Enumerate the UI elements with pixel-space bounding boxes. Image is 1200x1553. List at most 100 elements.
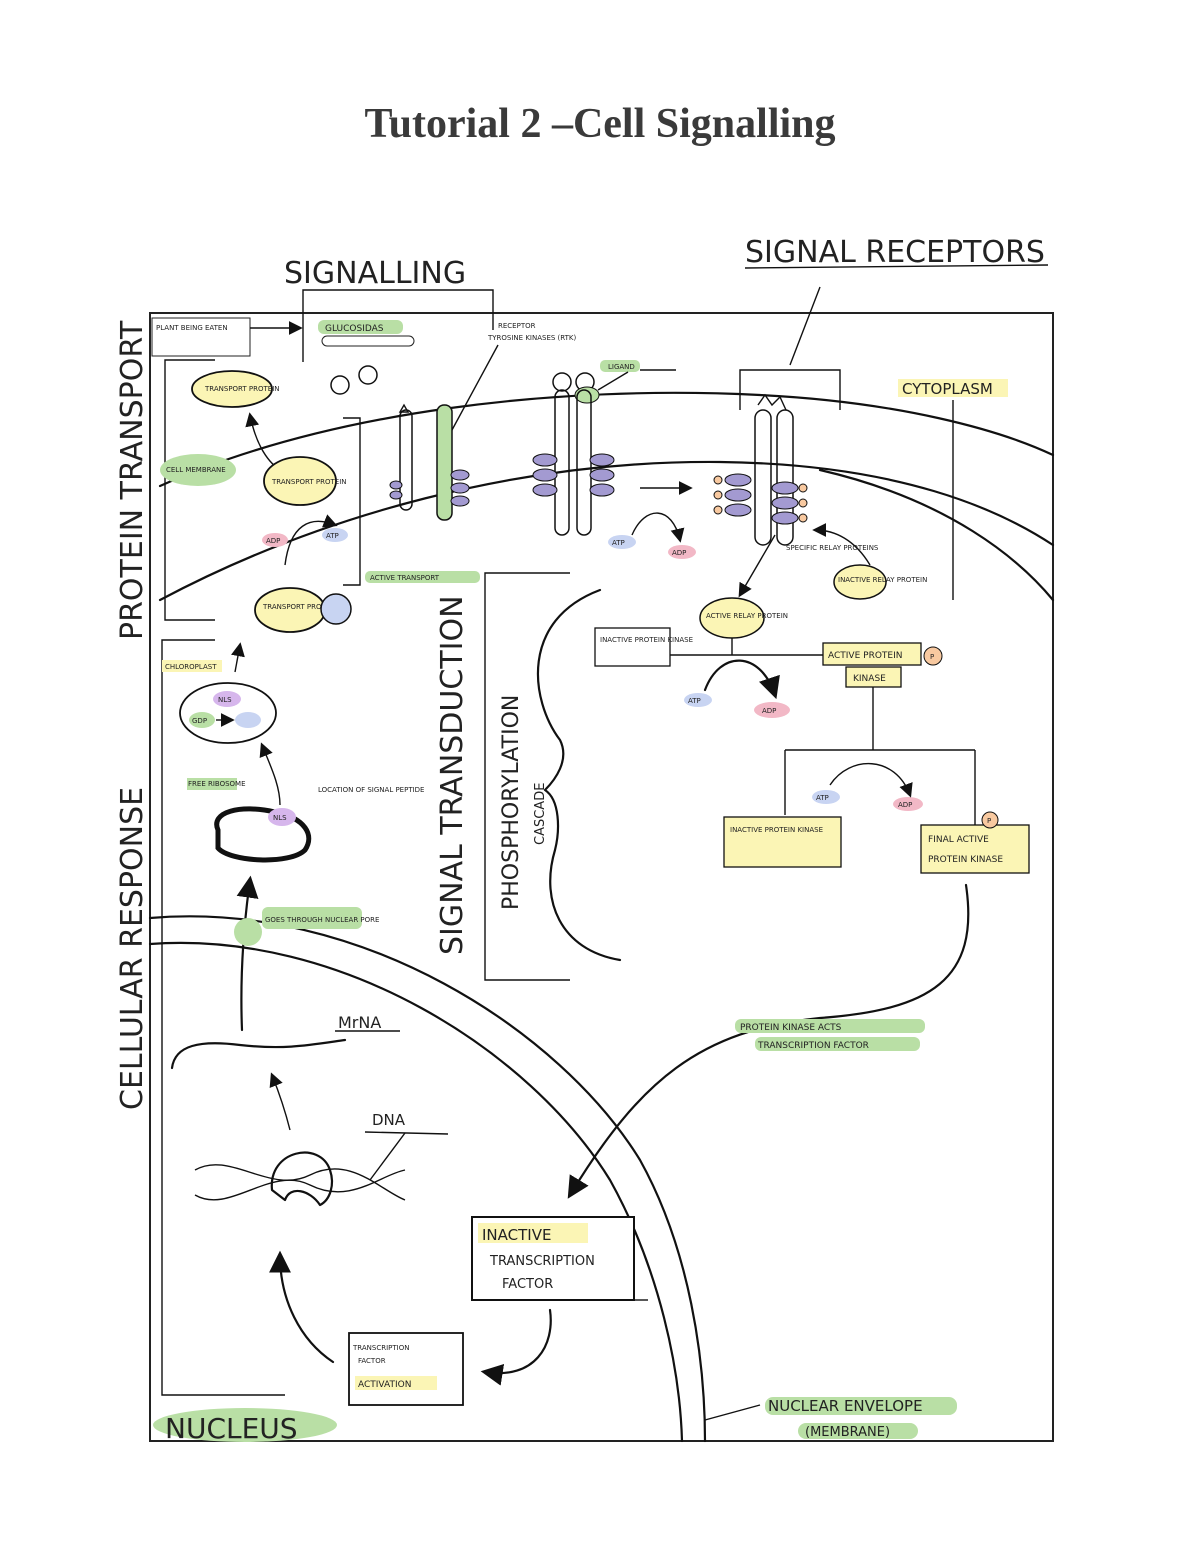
transport-protein-1-label: TRANSPORT PROTEIN <box>204 385 280 393</box>
nucleus-highlight <box>153 1408 337 1442</box>
dna-label: DNA <box>372 1111 406 1129</box>
activation-to-dna-arrow <box>269 1250 335 1364</box>
nucleus-label: NUCLEUS <box>165 1412 298 1445</box>
final-active-kinase-box <box>920 824 1030 874</box>
ligand-label: LIGAND <box>608 363 635 371</box>
nls-to-chloroplast-arrow <box>259 742 281 806</box>
signalling-header: SIGNALLING <box>284 256 466 291</box>
active-transport-bracket <box>343 417 361 586</box>
nuclear-envelope-label: NUCLEAR ENVELOPE <box>768 1397 923 1415</box>
mrna-strand <box>170 1038 347 1070</box>
glucosidas-sub-box <box>321 335 415 347</box>
glucosidas-label: GLUCOSIDAS <box>325 324 384 334</box>
dna-strand-1 <box>194 1164 406 1201</box>
transduction-bracket <box>484 572 570 981</box>
inactive-tf-highlight <box>478 1223 588 1243</box>
transport-protein-1 <box>191 370 273 408</box>
ligand-highlight <box>600 360 640 372</box>
protein-kinase-tf-label-2: TRANSCRIPTION FACTOR <box>757 1041 869 1051</box>
adp-pill-3 <box>754 702 790 718</box>
inactive-relay-protein <box>833 564 887 600</box>
nls-label-ribosome: NLS <box>273 814 287 822</box>
adp-label-1: ADP <box>266 537 280 545</box>
gdp-pill <box>189 712 215 728</box>
cellular-response-header: CELLULAR RESPONSE <box>115 787 150 1110</box>
free-ribosome-highlight <box>187 778 237 790</box>
tf-activation-highlight <box>355 1376 437 1390</box>
plant-being-eaten-label: PLANT BEING EATEN <box>156 324 228 332</box>
tp-arrow-up <box>245 412 281 471</box>
atp-pill-2 <box>608 535 636 549</box>
phosphate-label-1: P <box>930 653 934 661</box>
cell-frame <box>149 312 1054 1442</box>
active-protein-kinase-box <box>822 642 922 666</box>
nls-pill-top <box>213 691 241 707</box>
rtk-receptor-1 <box>436 404 470 521</box>
nuclear-envelope-outer <box>148 915 707 1443</box>
active-protein-kinase-label-1: ACTIVE PROTEIN <box>828 651 902 661</box>
final-kinase-to-tf-arrow <box>567 883 970 1199</box>
cell-membrane-inner <box>158 460 1055 602</box>
chloroplast-out-arrow <box>231 642 245 673</box>
inactive-tf-label-3: FACTOR <box>502 1277 553 1292</box>
receptor-bracket <box>739 369 841 410</box>
atp-pill-1 <box>322 528 348 542</box>
cytoplasm-highlight <box>898 379 1008 397</box>
protein-transport-header: PROTEIN TRANSPORT <box>115 320 150 640</box>
dna-underline <box>364 1131 449 1135</box>
signal-receptors-underline <box>744 264 1049 269</box>
dna-strand-2 <box>194 1169 406 1201</box>
inactive-protein-kinase-box <box>594 627 671 667</box>
glucosidas-highlight <box>318 320 403 334</box>
final-active-label-2: PROTEIN KINASE <box>928 855 1003 865</box>
active-relay-label: ACTIVE RELAY PROTEIN <box>706 612 788 620</box>
protein-kinase-tf-label-1: PROTEIN KINASE ACTS <box>740 1023 842 1033</box>
dna-pointer <box>369 1132 406 1181</box>
cell-membrane-outer <box>158 391 1055 488</box>
relay-arrow-in <box>812 523 871 566</box>
inactive-relay-label: INACTIVE RELAY PROTEIN <box>838 576 927 584</box>
pk-tf-highlight-2 <box>755 1037 920 1051</box>
transport-cargo <box>320 593 352 625</box>
goes-through-pore-label: GOES THROUGH NUCLEAR PORE <box>265 916 379 924</box>
ligand-pointer <box>597 371 629 391</box>
inactive-tf-label-2: TRANSCRIPTION <box>489 1254 595 1269</box>
atp-pill-4 <box>812 790 840 804</box>
nuclear-pore-highlight <box>234 918 262 946</box>
receptor-label: RECEPTOR <box>498 322 536 330</box>
nls-pill-ribosome <box>268 808 296 826</box>
active-transport-highlight <box>365 571 480 583</box>
tf-activation-arrow <box>480 1308 552 1386</box>
transport-protein-3-label: TRANSPORT PROTEIN <box>262 603 338 611</box>
chloroplast-highlight <box>162 660 222 672</box>
free-ribosome-label: FREE RIBOSOME <box>188 780 246 788</box>
atp-label-3: ATP <box>688 697 701 705</box>
tyrosine-kinases-label: TYROSINE KINASES (RTK) <box>487 334 576 342</box>
gdp-label: GDP <box>192 717 207 725</box>
signal-receptors-pointer <box>789 286 821 366</box>
chloroplast-label: CHLOROPLAST <box>165 663 217 671</box>
mrna-exit-arrow <box>236 875 259 1032</box>
inactive-protein-kinase-label: INACTIVE PROTEIN KINASE <box>600 636 693 644</box>
transport-product-pill <box>235 712 261 728</box>
atp-adp-arrow-4 <box>829 763 913 798</box>
goes-through-highlight <box>262 907 362 929</box>
pk-tf-highlight-1 <box>735 1019 925 1033</box>
transport-protein-2 <box>263 456 337 506</box>
tf-activation-box <box>348 1332 464 1406</box>
adp-label-2: ADP <box>672 549 686 557</box>
adp-pill-4 <box>893 797 923 811</box>
protein-transport-bracket <box>164 359 215 621</box>
nls-label-top: NLS <box>218 696 232 704</box>
atp-adp-arrow-3 <box>703 659 780 700</box>
page-title: Tutorial 2 –Cell Signalling <box>364 101 836 147</box>
adp-label-4: ADP <box>898 801 912 809</box>
cell-membrane-highlight <box>160 454 236 486</box>
active-protein-kinase-label-2: KINASE <box>853 674 886 684</box>
rtk-phosphorylated <box>713 393 808 546</box>
free-ribosome-shape <box>214 806 312 863</box>
inactive-tf-label-1: INACTIVE <box>482 1226 551 1244</box>
atp-pill-3 <box>684 693 712 707</box>
transcription-arrow <box>269 1072 291 1131</box>
